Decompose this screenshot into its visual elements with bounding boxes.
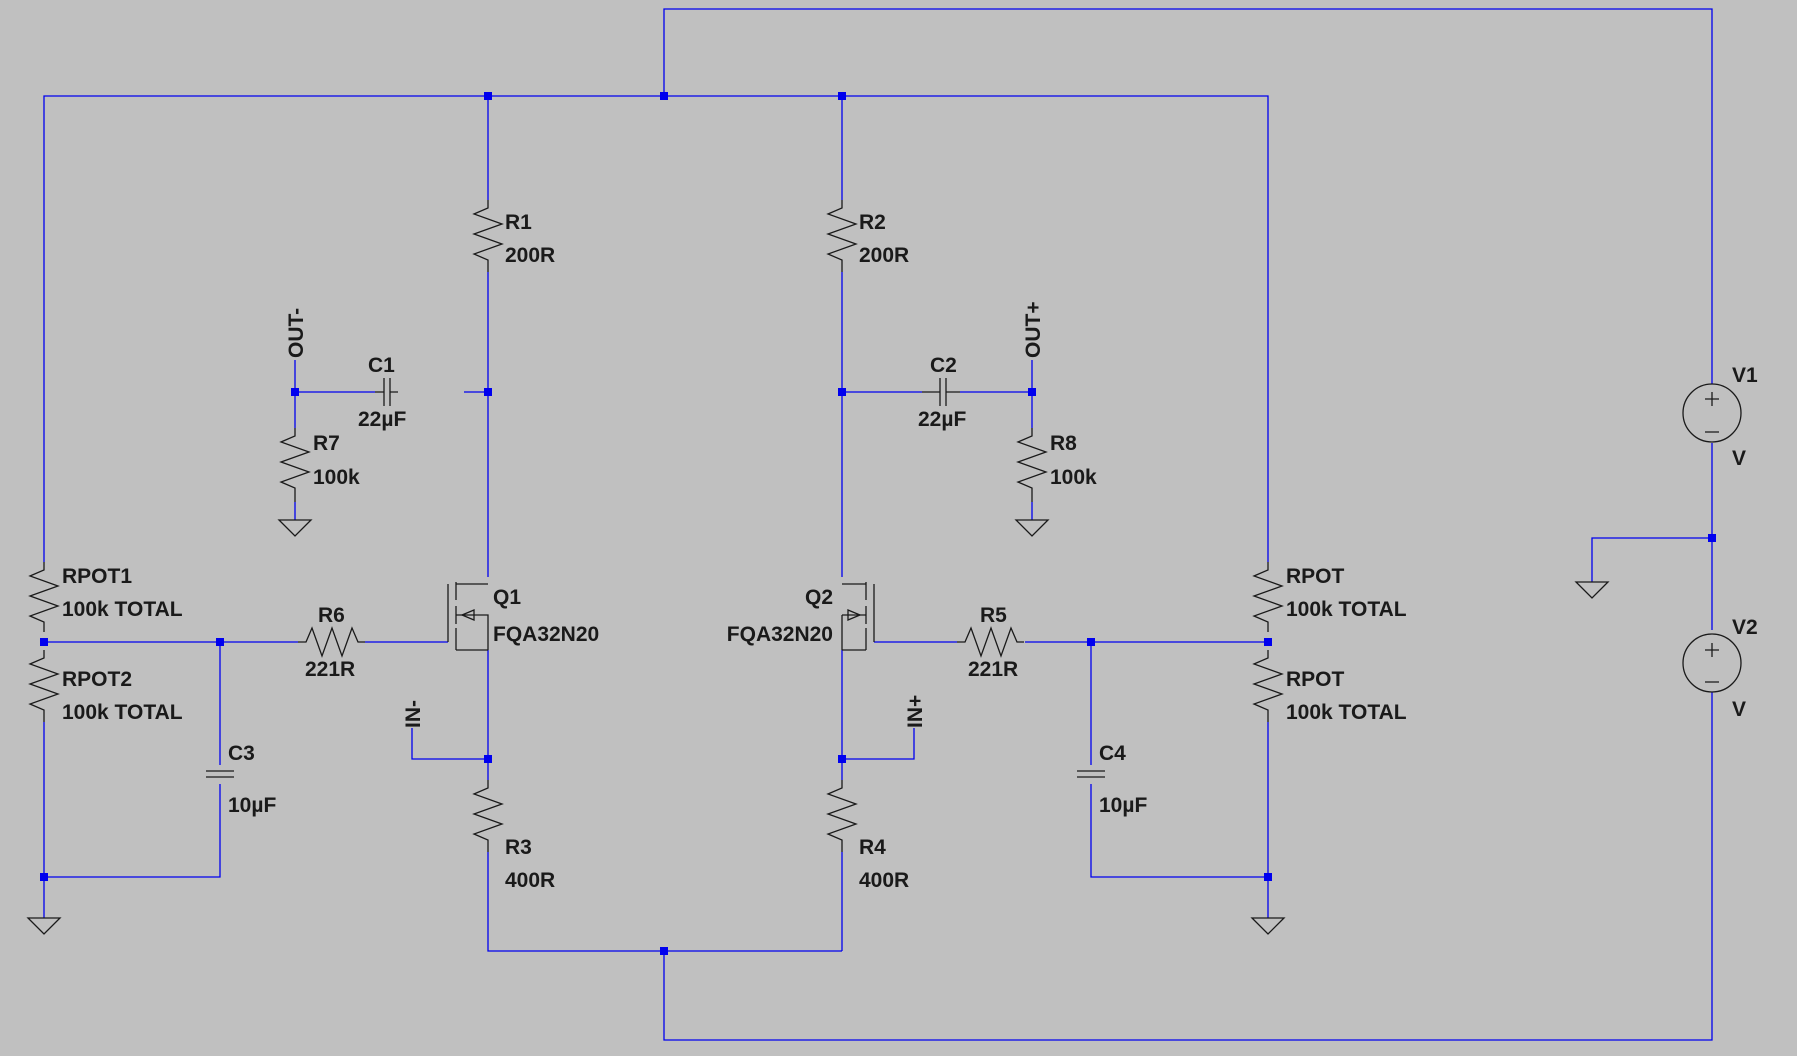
capacitor-icon bbox=[1077, 770, 1105, 778]
capacitor-icon bbox=[375, 378, 398, 406]
junction-dot bbox=[291, 388, 299, 396]
resistor-icon bbox=[1252, 650, 1284, 722]
r2-value: 200R bbox=[859, 244, 909, 267]
net-label-in-minus: IN- bbox=[402, 700, 425, 728]
resistor-icon bbox=[957, 626, 1024, 658]
nmos-transistor-icon bbox=[447, 582, 489, 651]
r2-ref: R2 bbox=[859, 211, 886, 234]
junction-dot bbox=[1028, 388, 1036, 396]
r5-ref: R5 bbox=[980, 604, 1007, 627]
ground-icon bbox=[1250, 917, 1286, 935]
q2-value: FQA32N20 bbox=[727, 623, 833, 646]
junction-dot bbox=[660, 92, 668, 100]
resistor-icon bbox=[279, 428, 311, 502]
junction-dot bbox=[40, 873, 48, 881]
rpot3-value: 100k TOTAL bbox=[1286, 598, 1407, 621]
c4-ref: C4 bbox=[1099, 742, 1126, 765]
capacitor-icon bbox=[922, 378, 960, 406]
c3-value: 10µF bbox=[228, 794, 276, 817]
resistor-icon bbox=[298, 626, 365, 658]
resistor-icon bbox=[826, 200, 858, 272]
r3-ref: R3 bbox=[505, 836, 532, 859]
v1-value: V bbox=[1732, 447, 1746, 470]
c4-value: 10µF bbox=[1099, 794, 1147, 817]
ground-icon bbox=[277, 519, 313, 537]
r6-value: 221R bbox=[305, 658, 355, 681]
q2-ref: Q2 bbox=[805, 586, 833, 609]
r7-ref: R7 bbox=[313, 432, 340, 455]
r5-value: 221R bbox=[968, 658, 1018, 681]
rpot2-ref: RPOT2 bbox=[62, 668, 132, 691]
junction-dot bbox=[484, 388, 492, 396]
q1-value: FQA32N20 bbox=[493, 623, 599, 646]
resistor-icon bbox=[472, 200, 504, 272]
rpot3-ref: RPOT bbox=[1286, 565, 1345, 588]
rpot1-value: 100k TOTAL bbox=[62, 598, 183, 621]
resistor-icon bbox=[28, 650, 60, 722]
resistor-icon bbox=[472, 780, 504, 852]
junction-dot bbox=[216, 638, 224, 646]
component-labels: R1 200R R2 200R C1 22µF C2 22µF R7 100k … bbox=[62, 211, 1758, 892]
ground-icon bbox=[26, 917, 62, 935]
r3-value: 400R bbox=[505, 869, 555, 892]
c3-ref: C3 bbox=[228, 742, 255, 765]
junction-dot bbox=[838, 755, 846, 763]
r8-value: 100k bbox=[1050, 466, 1097, 489]
resistor-icon bbox=[1016, 428, 1048, 502]
rpot4-value: 100k TOTAL bbox=[1286, 701, 1407, 724]
ground-icon bbox=[1574, 581, 1610, 599]
ground-icon bbox=[1014, 519, 1050, 537]
r4-value: 400R bbox=[859, 869, 909, 892]
net-label-out-plus: OUT+ bbox=[1022, 301, 1045, 358]
r7-value: 100k bbox=[313, 466, 360, 489]
junction-dot bbox=[1087, 638, 1095, 646]
net-label-out-minus: OUT- bbox=[285, 308, 308, 358]
wires bbox=[43, 8, 1713, 1041]
junction-dot bbox=[484, 755, 492, 763]
v2-value: V bbox=[1732, 698, 1746, 721]
rpot1-ref: RPOT1 bbox=[62, 565, 132, 588]
nmos-transistor-icon bbox=[841, 582, 875, 651]
v1-ref: V1 bbox=[1732, 364, 1758, 387]
junction-dot bbox=[40, 638, 48, 646]
r1-value: 200R bbox=[505, 244, 555, 267]
junction-dot bbox=[838, 388, 846, 396]
rpot2-value: 100k TOTAL bbox=[62, 701, 183, 724]
c2-value: 22µF bbox=[918, 408, 966, 431]
capacitor-icon bbox=[206, 770, 234, 778]
resistor-icon bbox=[28, 562, 60, 632]
junctions bbox=[40, 92, 1716, 955]
v2-ref: V2 bbox=[1732, 616, 1758, 639]
junction-dot bbox=[1708, 534, 1716, 542]
r8-ref: R8 bbox=[1050, 432, 1077, 455]
junction-dot bbox=[838, 92, 846, 100]
junction-dot bbox=[1264, 873, 1272, 881]
voltage-source-icon bbox=[1682, 383, 1742, 443]
junction-dot bbox=[484, 92, 492, 100]
junction-dot bbox=[660, 947, 668, 955]
q1-ref: Q1 bbox=[493, 586, 521, 609]
junction-dot bbox=[1264, 638, 1272, 646]
net-label-in-plus: IN+ bbox=[904, 695, 927, 728]
r4-ref: R4 bbox=[859, 836, 886, 859]
r1-ref: R1 bbox=[505, 211, 532, 234]
c1-ref: C1 bbox=[368, 354, 395, 377]
net-labels: OUT- OUT+ IN- IN+ bbox=[285, 301, 1045, 728]
rpot4-ref: RPOT bbox=[1286, 668, 1345, 691]
c2-ref: C2 bbox=[930, 354, 957, 377]
resistor-icon bbox=[1252, 562, 1284, 632]
c1-value: 22µF bbox=[358, 408, 406, 431]
resistor-icon bbox=[826, 780, 858, 852]
voltage-source-icon bbox=[1682, 633, 1742, 693]
r6-ref: R6 bbox=[318, 604, 345, 627]
